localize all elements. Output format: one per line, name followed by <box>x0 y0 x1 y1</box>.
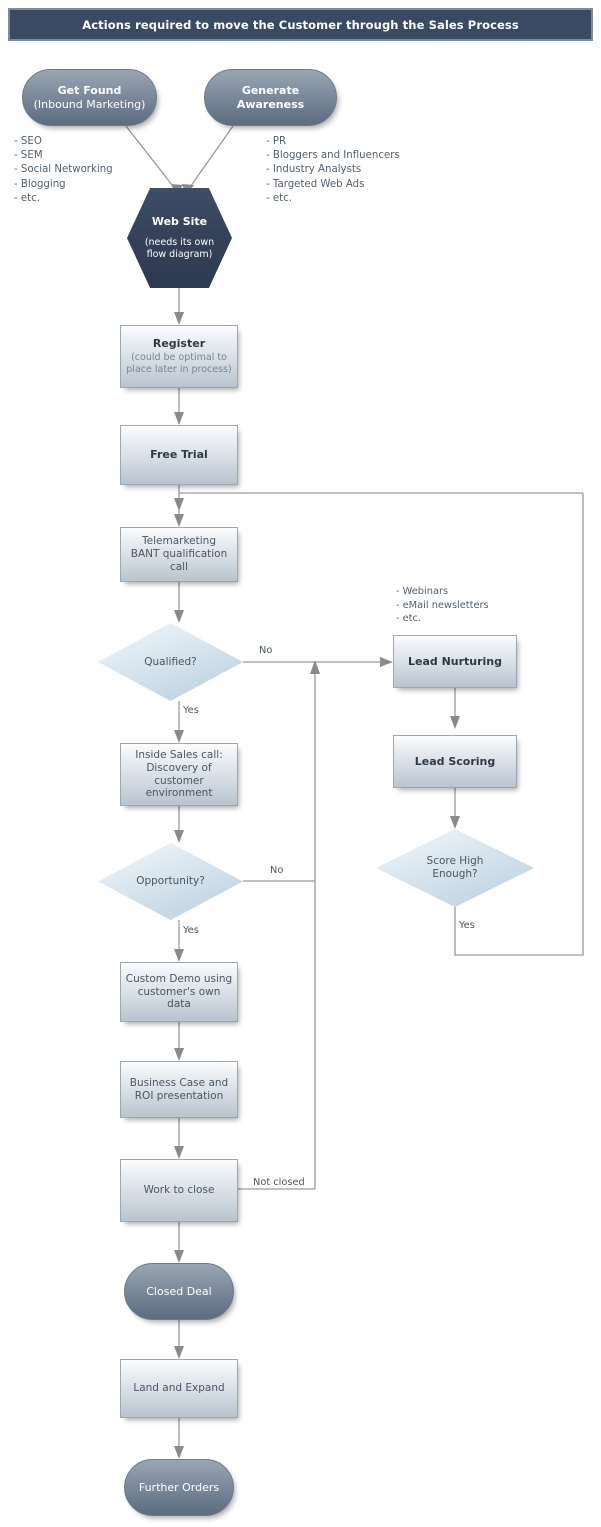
arrowhead-landandexpand <box>174 1346 184 1359</box>
node-register[interactable]: Register (could be optimal to place late… <box>120 325 238 388</box>
inside-sales-line1: Inside Sales call: <box>135 748 223 761</box>
node-land-and-expand[interactable]: Land and Expand <box>120 1359 238 1418</box>
closed-deal-label: Closed Deal <box>146 1284 212 1298</box>
business-case-line1: Business Case and <box>129 1076 229 1089</box>
node-generate-awareness[interactable]: Generate Awareness <box>204 69 337 126</box>
score-high-line1: Score High <box>426 855 484 868</box>
work-to-close-label: Work to close <box>143 1184 215 1197</box>
awareness-tactics-list: - PR - Bloggers and Influencers - Indust… <box>266 136 400 204</box>
node-free-trial[interactable]: Free Trial <box>120 425 238 485</box>
arrowhead-insidesales <box>174 730 184 743</box>
arrowhead-riser-top <box>310 660 320 674</box>
generate-awareness-line2: Awareness <box>236 97 305 111</box>
node-closed-deal[interactable]: Closed Deal <box>124 1263 234 1320</box>
telemarketing-line3: call <box>169 560 189 573</box>
lead-nurturing-tactics-list: - Webinars - eMail newsletters - etc. <box>396 586 489 625</box>
telemarketing-line2: BANT qualification <box>130 548 228 561</box>
arrowhead-qualified <box>174 610 184 623</box>
arrowhead-leadnurturing <box>380 657 393 667</box>
arrowhead-telemarketing <box>174 514 184 527</box>
arrowhead-closeddeal <box>174 1250 184 1263</box>
further-orders-label: Further Orders <box>138 1480 220 1494</box>
arrowhead-opportunity <box>174 830 184 843</box>
web-site-sub1: (needs its own <box>144 237 215 249</box>
node-lead-scoring[interactable]: Lead Scoring <box>393 735 517 788</box>
custom-demo-line2: customer's own data <box>137 985 221 1011</box>
diagram-title-banner: Actions required to move the Customer th… <box>8 8 593 41</box>
get-found-title: Get Found <box>57 84 122 98</box>
node-lead-nurturing[interactable]: Lead Nurturing <box>393 635 517 688</box>
arrowhead-worktoclose <box>174 1146 184 1159</box>
business-case-line2: ROI presentation <box>134 1089 224 1102</box>
diagram-title-text: Actions required to move the Customer th… <box>82 17 519 32</box>
arrowhead-scorehigh <box>450 816 460 829</box>
edge-awareness-to-website <box>187 125 234 191</box>
generate-awareness-line1: Generate <box>241 84 300 98</box>
register-title: Register <box>152 336 206 350</box>
edge-label-qualified-no: No <box>259 645 273 656</box>
decision-opportunity[interactable]: Opportunity? <box>98 843 243 920</box>
opportunity-label: Opportunity? <box>136 875 205 888</box>
inbound-marketing-tactics-list: - SEO - SEM - Social Networking - Bloggi… <box>14 136 113 204</box>
edge-label-not-closed: Not closed <box>252 1177 306 1188</box>
lead-scoring-label: Lead Scoring <box>414 754 496 768</box>
decision-score-high-enough[interactable]: Score High Enough? <box>376 829 534 907</box>
edge-label-qualified-yes: Yes <box>183 705 199 716</box>
node-work-to-close[interactable]: Work to close <box>120 1159 238 1222</box>
inside-sales-line4: environment <box>145 787 213 800</box>
node-inside-sales-call[interactable]: Inside Sales call: Discovery of customer… <box>120 743 238 806</box>
register-sub2: place later in process) <box>126 364 232 376</box>
lead-nurturing-label: Lead Nurturing <box>407 654 503 668</box>
decision-qualified[interactable]: Qualified? <box>98 623 243 701</box>
arrowhead-freetrial <box>174 412 184 425</box>
node-telemarketing-bant-call[interactable]: Telemarketing BANT qualification call <box>120 527 238 582</box>
web-site-sub2: flow diagram) <box>146 249 213 261</box>
free-trial-title: Free Trial <box>150 448 208 462</box>
arrowhead-returnloop-join <box>174 498 184 511</box>
node-further-orders[interactable]: Further Orders <box>124 1459 234 1516</box>
node-custom-demo[interactable]: Custom Demo using customer's own data <box>120 962 238 1022</box>
node-get-found[interactable]: Get Found (Inbound Marketing) <box>22 69 157 126</box>
land-and-expand-label: Land and Expand <box>133 1382 225 1395</box>
edge-label-opportunity-yes: Yes <box>183 925 199 936</box>
arrowhead-register <box>174 312 184 325</box>
arrowhead-businesscase <box>174 1048 184 1061</box>
inside-sales-line3: customer <box>154 774 204 787</box>
arrowhead-leadscoring <box>450 716 460 729</box>
qualified-label: Qualified? <box>144 655 197 668</box>
arrowhead-customdemo <box>174 949 184 962</box>
inside-sales-line2: Discovery of <box>146 761 212 774</box>
custom-demo-line1: Custom Demo using <box>125 972 233 985</box>
edge-getfound-to-website <box>125 125 177 191</box>
get-found-subtitle: (Inbound Marketing) <box>33 97 146 111</box>
web-site-title: Web Site <box>151 214 208 228</box>
telemarketing-line1: Telemarketing <box>142 535 216 548</box>
edge-label-score-high-yes: Yes <box>459 920 475 931</box>
arrowhead-furtherorders <box>174 1446 184 1459</box>
score-high-line2: Enough? <box>432 868 478 880</box>
node-business-case-roi[interactable]: Business Case and ROI presentation <box>120 1061 238 1118</box>
edge-label-opportunity-no: No <box>270 865 284 876</box>
node-web-site[interactable]: Web Site (needs its own flow diagram) <box>127 188 232 288</box>
register-sub1: (could be optimal to <box>131 351 227 363</box>
